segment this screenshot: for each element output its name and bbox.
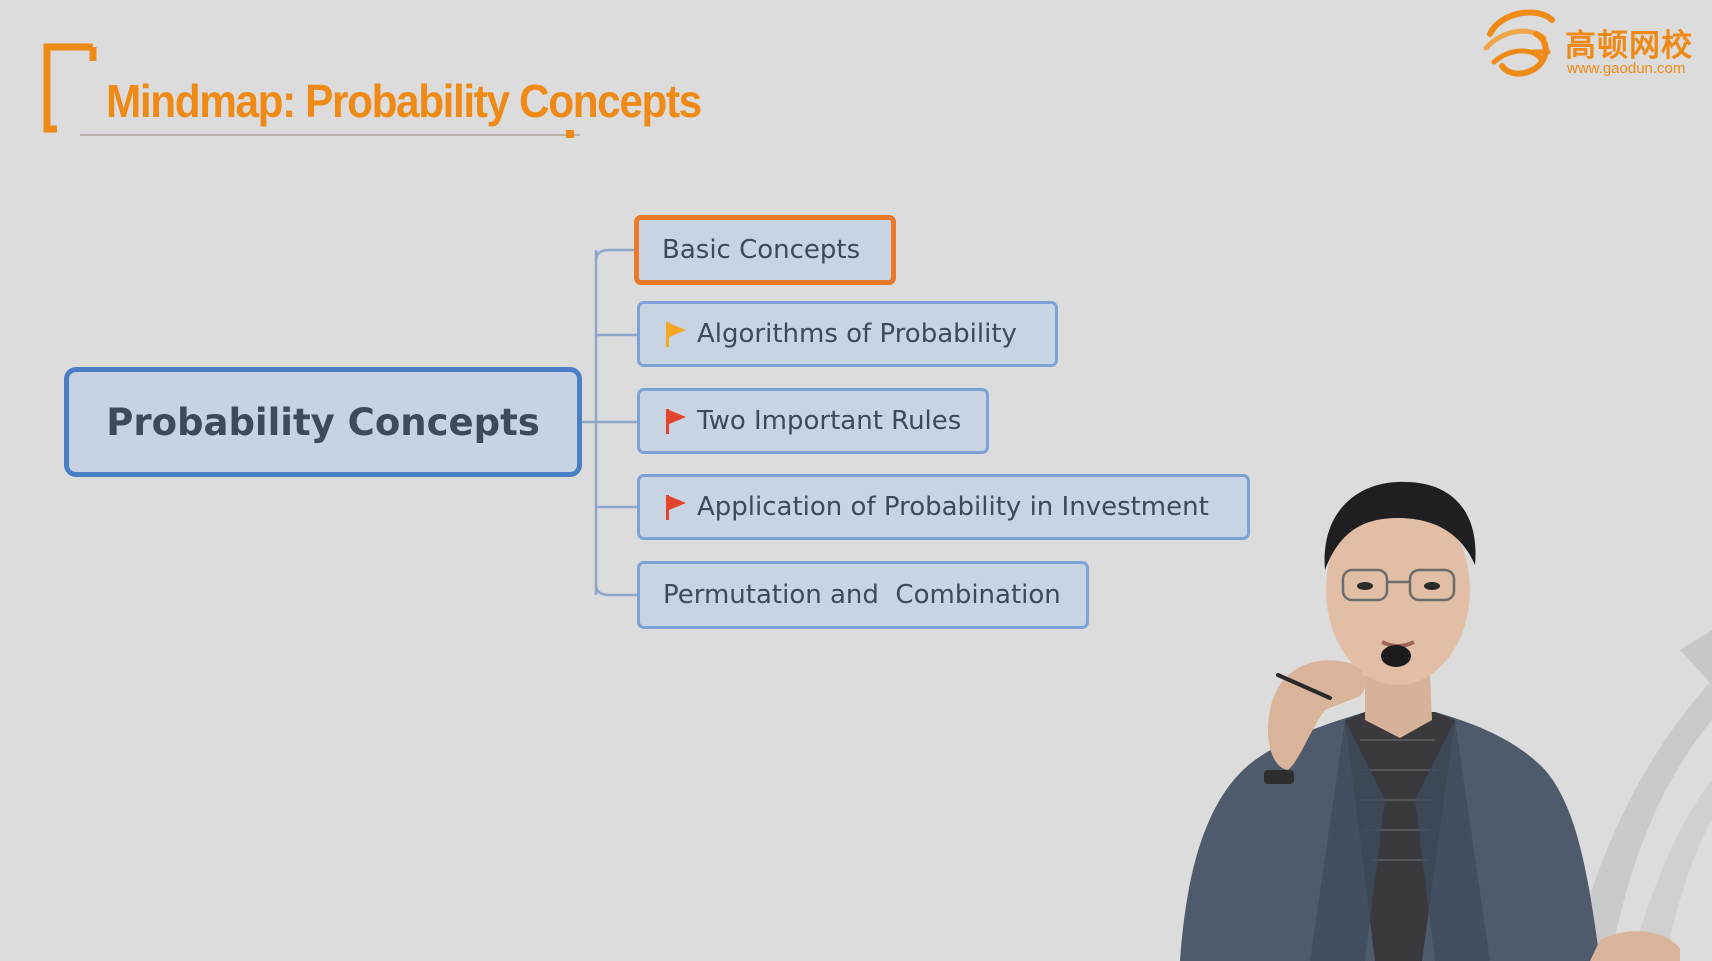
presenter-video <box>1180 481 1712 961</box>
title-underline <box>80 134 580 136</box>
branch-two-important-rules[interactable]: Two Important Rules <box>637 388 989 454</box>
red-flag-icon <box>666 495 686 520</box>
slide-title: Mindmap: Probability Concepts <box>106 75 702 127</box>
gaodun-logo-icon <box>1483 9 1555 77</box>
branch-basic-concepts[interactable]: Basic Concepts <box>634 215 896 285</box>
title-underline-marker <box>566 130 574 138</box>
red-flag-icon <box>666 409 686 434</box>
branch-label: Algorithms of Probability <box>697 319 1017 349</box>
branch-label: Application of Probability in Investment <box>697 492 1209 522</box>
branch-label: Basic Concepts <box>662 235 861 265</box>
branch-algorithms-of-probability[interactable]: Algorithms of Probability <box>637 301 1058 367</box>
root-node-label: Probability Concepts <box>106 400 540 444</box>
mindmap-root-node[interactable]: Probability Concepts <box>64 367 582 477</box>
gaodun-logo: 高顿网校 www.gaodun.com <box>1480 4 1708 84</box>
decorative-arrow-graphic <box>1570 630 1712 961</box>
branch-label: Two Important Rules <box>697 406 962 436</box>
branch-label: Permutation and Combination <box>663 580 1061 610</box>
logo-name: 高顿网校 <box>1565 28 1693 64</box>
orange-flag-icon <box>666 322 686 347</box>
title-bracket-icon <box>43 43 97 133</box>
branch-permutation-and-combination[interactable]: Permutation and Combination <box>637 561 1089 629</box>
branch-application-of-probability-in-investment[interactable]: Application of Probability in Investment <box>637 474 1250 540</box>
logo-url: www.gaodun.com <box>1567 60 1686 77</box>
